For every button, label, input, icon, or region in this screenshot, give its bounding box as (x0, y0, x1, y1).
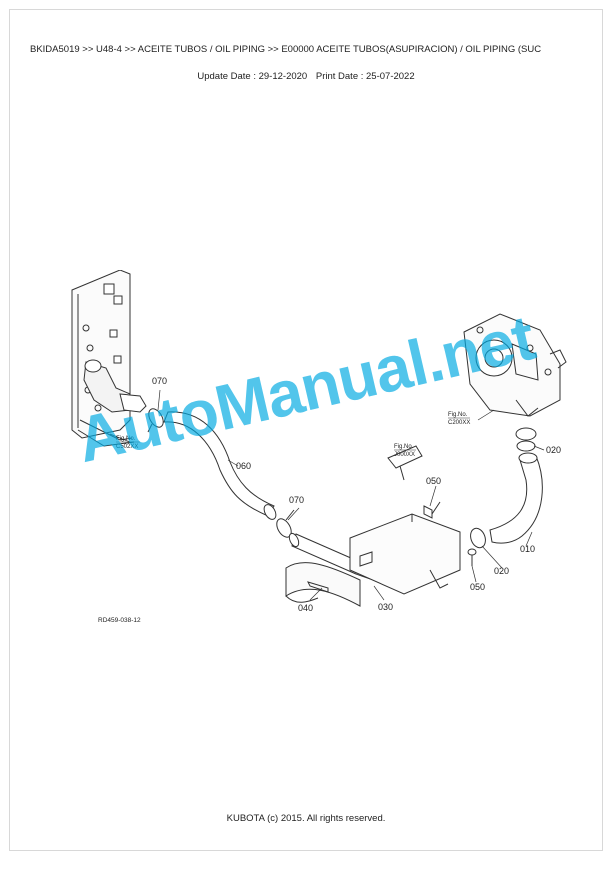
parts-diagram: 070 060 070 040 030 050 050 020 010 020 … (71, 270, 567, 624)
clamp-020-lower (470, 527, 486, 549)
hose-010 (489, 455, 543, 544)
fig-ref-left-title: Fig.No. (116, 436, 136, 442)
print-date: Print Date : 25-07-2022 (315, 71, 415, 82)
hydraulic-pump (463, 313, 567, 417)
footer-copyright: KUBOTA (c) 2015. All rights reserved. (226, 813, 386, 824)
label-020-top: 020 (546, 445, 561, 455)
fig-ref-right-code: C200XX (448, 420, 470, 426)
mid-bracket (349, 445, 461, 595)
hose-060-end (263, 504, 277, 520)
fig-ref-mid-code: J000XX (394, 452, 415, 458)
label-070-mid: 070 (289, 495, 304, 505)
clamp-070-left (147, 408, 164, 433)
leader-lines (109, 389, 545, 601)
label-020-bottom: 020 (494, 566, 509, 576)
fig-ref-left-code: C502XX (116, 444, 138, 450)
fig-ref-right-title: Fig.No. (448, 412, 468, 418)
fig-ref-mid-title: Fig.No. (394, 444, 414, 450)
cover-040 (285, 562, 361, 607)
label-030: 030 (378, 602, 393, 612)
clamp-020-upper (516, 440, 536, 452)
label-060: 060 (236, 461, 251, 471)
left-bracket (71, 270, 135, 447)
label-050-bottom: 050 (470, 582, 485, 592)
bolt-050-upper (423, 501, 441, 519)
breadcrumb: BKIDA5019 >> U48-4 >> ACEITE TUBOS / OIL… (30, 44, 542, 55)
date-line: Update Date : 29-12-2020 Print Date : 25… (0, 71, 612, 82)
bolt-050-lower (467, 548, 477, 566)
label-040: 040 (298, 603, 313, 613)
left-fitting (119, 393, 147, 413)
drawing-code: RD459-038-12 (98, 617, 141, 624)
hose-060 (163, 411, 275, 517)
label-010: 010 (520, 544, 535, 554)
update-date: Update Date : 29-12-2020 (197, 71, 308, 82)
label-070-left: 070 (152, 376, 167, 386)
label-050-top: 050 (426, 476, 441, 486)
clamp-070-mid (276, 509, 295, 538)
